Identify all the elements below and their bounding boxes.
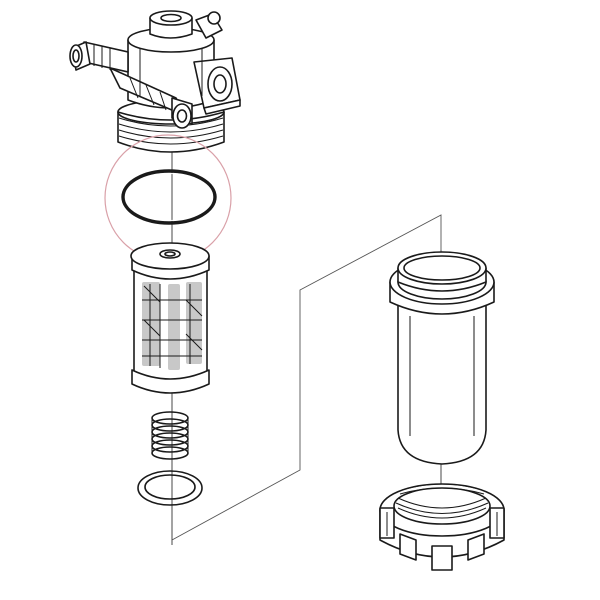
retaining-ring-nut[interactable]	[379, 483, 505, 571]
filter-element[interactable]	[130, 242, 210, 394]
filter-head[interactable]	[69, 10, 241, 153]
bottom-washer[interactable]	[137, 470, 203, 506]
compression-spring[interactable]	[151, 411, 189, 460]
filter-bowl[interactable]	[389, 251, 495, 465]
o-ring-seal[interactable]	[121, 169, 217, 225]
leader-line	[171, 214, 442, 541]
